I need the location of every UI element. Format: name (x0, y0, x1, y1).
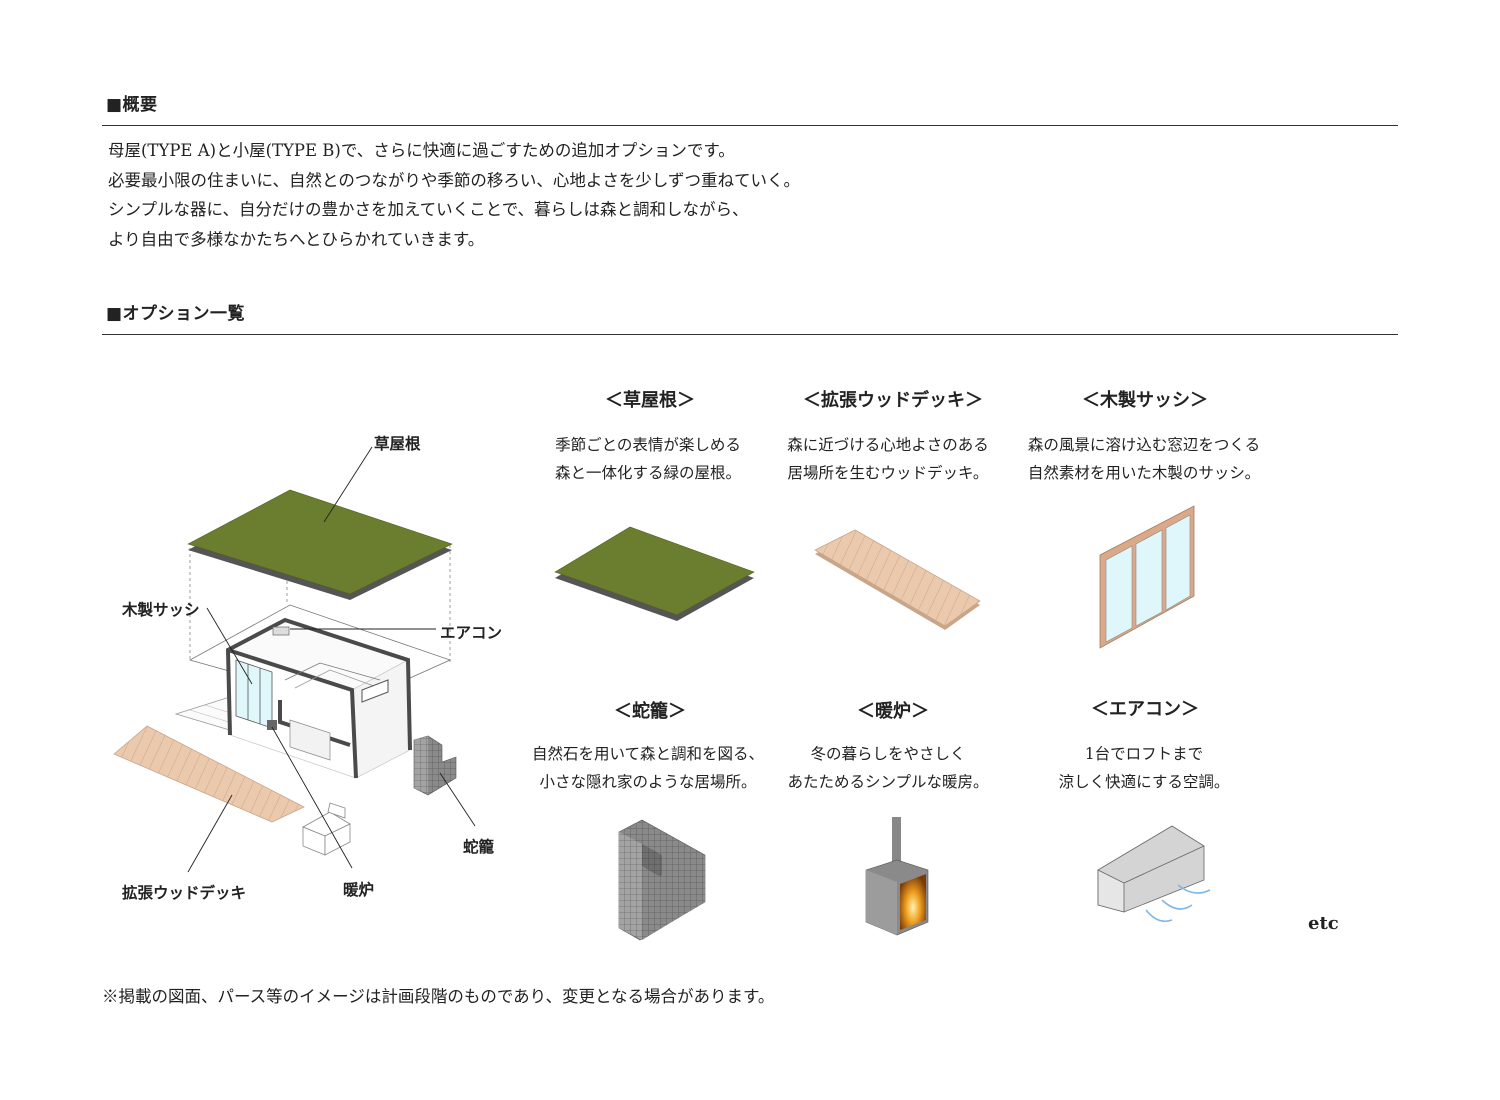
grass-roof-icon (554, 526, 755, 621)
overview-line: シンプルな器に、自分だけの豊かさを加えていくことで、暮らしは森と調和しながら、 (108, 200, 749, 219)
options-rule (102, 334, 1398, 335)
diagram-bench (302, 802, 351, 856)
option-desc-line: 小さな隠れ家のような居場所。 (539, 773, 757, 791)
option-title-gabion: ＜蛇籠＞ (614, 701, 686, 722)
overview-text: 母屋(TYPE A)と小屋(TYPE B)で、さらに快適に過ごすための追加オプシ… (108, 136, 800, 254)
diagram-wood-deck (113, 725, 305, 823)
etc-label: etc (1308, 913, 1339, 934)
wood-deck-icon (814, 529, 981, 630)
option-desc-line: あたためるシンプルな暖房。 (787, 773, 989, 791)
overview-line: 必要最小限の住まいに、自然とのつながりや季節の移ろい、心地よさを少しずつ重ねてい… (108, 170, 801, 190)
callout-stove: 暖炉 (343, 880, 375, 899)
option-desc-line: 1台でロフトまで (1084, 745, 1204, 763)
overview-heading: ■概要 (106, 95, 158, 115)
callout-deck: 拡張ウッドデッキ (122, 883, 247, 902)
option-desc-line: 森に近づける心地よさのある (787, 436, 989, 454)
option-desc-line: 居場所を生むウッドデッキ。 (787, 464, 989, 482)
footnote: ※掲載の図面、パース等のイメージは計画段階のものであり、変更となる場合があります… (102, 987, 775, 1006)
exploded-diagram (113, 446, 476, 873)
overview-line: 母屋(TYPE A)と小屋(TYPE B)で、さらに快適に過ごすための追加オプシ… (108, 141, 735, 160)
callout-grass-roof: 草屋根 (374, 434, 421, 453)
options-heading: ■オプション一覧 (106, 304, 246, 324)
option-desc-air-con: 1台でロフトまで 涼しく快適にする空調。 (1004, 740, 1284, 796)
callout-gabion: 蛇籠 (463, 837, 495, 856)
option-desc-wood-sash: 森の風景に溶け込む窓辺をつくる 自然素材を用いた木製のサッシ。 (1004, 431, 1284, 487)
option-desc-grass-roof: 季節ごとの表情が楽しめる 森と一体化する緑の屋根。 (508, 431, 788, 487)
option-desc-line: 冬の暮らしをやさしく (810, 745, 966, 763)
option-desc-line: 自然素材を用いた木製のサッシ。 (1027, 464, 1261, 482)
option-title-air-con: ＜エアコン＞ (1091, 699, 1199, 720)
option-desc-line: 自然石を用いて森と調和を図る、 (531, 745, 765, 763)
diagram-grass-roof (187, 489, 453, 600)
option-desc-line: 森と一体化する緑の屋根。 (554, 464, 741, 482)
callout-wood-sash: 木製サッシ (122, 600, 200, 619)
option-title-wood-deck: ＜拡張ウッドデッキ＞ (803, 390, 983, 411)
option-title-stove: ＜暖炉＞ (857, 701, 929, 722)
option-desc-line: 涼しく快適にする空調。 (1058, 773, 1230, 791)
overview-line: より自由で多様なかたちへとひらかれていきます。 (108, 229, 485, 249)
overview-rule (102, 125, 1398, 126)
callout-air-con: エアコン (440, 623, 503, 642)
gabion-icon (618, 819, 706, 941)
stove-icon (865, 817, 929, 936)
option-desc-line: 季節ごとの表情が楽しめる (555, 436, 741, 454)
option-desc-stove: 冬の暮らしをやさしく あたためるシンプルな暖房。 (748, 740, 1028, 796)
diagram-gabion (413, 735, 457, 796)
option-title-grass-roof: ＜草屋根＞ (605, 390, 695, 411)
diagram-house (225, 617, 412, 779)
wood-sash-icon (1099, 505, 1195, 649)
option-desc-line: 森の風景に溶け込む窓辺をつくる (1027, 436, 1261, 454)
air-conditioner-icon (1097, 825, 1211, 923)
option-desc-wood-deck: 森に近づける心地よさのある 居場所を生むウッドデッキ。 (748, 431, 1028, 487)
option-title-wood-sash: ＜木製サッシ＞ (1082, 390, 1208, 411)
option-desc-gabion: 自然石を用いて森と調和を図る、 小さな隠れ家のような居場所。 (508, 740, 788, 796)
